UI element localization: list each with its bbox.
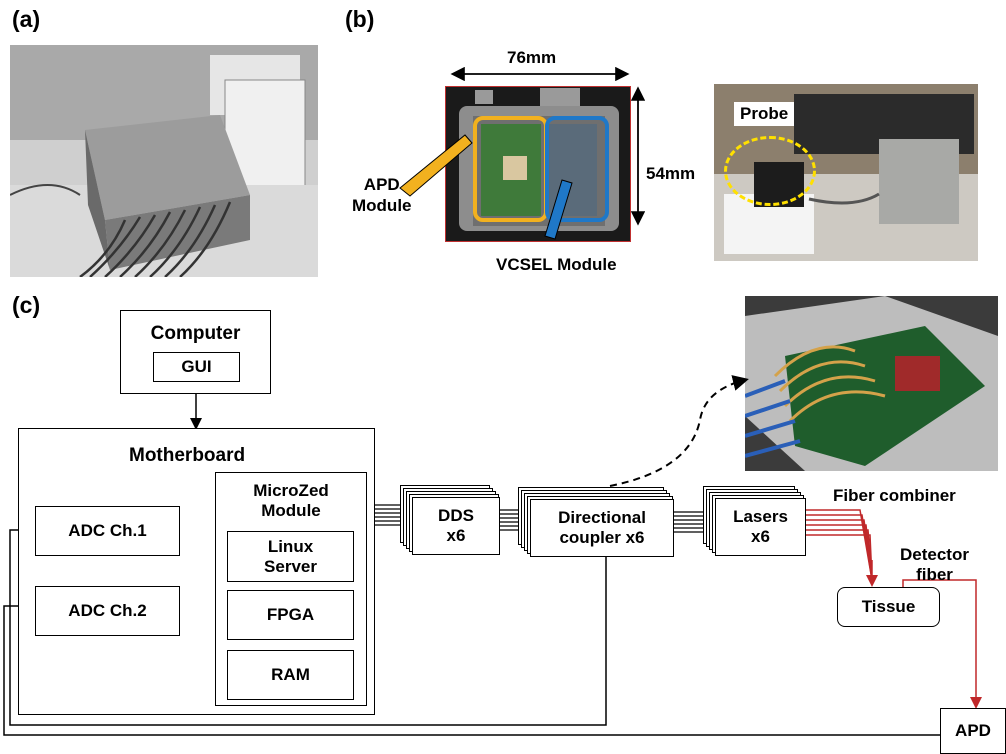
vcsel-pointer-arrow [544, 179, 573, 240]
lasers-box: Lasers x6 [715, 498, 806, 556]
adc2-box: ADC Ch.2 [35, 586, 180, 636]
coupler-label: Directional coupler x6 [558, 508, 646, 547]
width-dimension-label: 76mm [507, 48, 557, 67]
vcsel-highlight-box [545, 116, 609, 222]
probe-label: Probe [734, 102, 795, 126]
motherboard-label: Motherboard [129, 445, 246, 466]
height-dimension-label: 54mm [646, 164, 696, 183]
instrument-photo-a [10, 45, 318, 277]
apd-box: APD [940, 708, 1006, 754]
dds-label: DDS x6 [438, 506, 474, 545]
adc2-label: ADC Ch.2 [68, 601, 147, 621]
coupler-box: Directional coupler x6 [530, 499, 674, 557]
dds-box: DDS x6 [412, 497, 500, 555]
probe-setup-photo: Probe [714, 84, 978, 261]
linux-server-box: Linux Server [227, 531, 354, 582]
ram-label: RAM [271, 665, 310, 685]
gui-box: GUI [153, 352, 240, 382]
adc1-box: ADC Ch.1 [35, 506, 180, 556]
apd-pointer-arrow [399, 134, 473, 197]
adc1-label: ADC Ch.1 [68, 521, 147, 541]
tissue-box: Tissue [837, 587, 940, 627]
apd-module-label: APD Module [352, 175, 412, 216]
lasers-label: Lasers x6 [733, 507, 788, 546]
fpga-label: FPGA [266, 605, 315, 625]
linux-server-label: Linux Server [264, 536, 317, 576]
ram-box: RAM [227, 650, 354, 700]
module-board-photo [444, 85, 632, 243]
gui-label: GUI [181, 357, 212, 377]
tissue-label: Tissue [861, 597, 916, 617]
computer-label: Computer [150, 323, 241, 344]
fpga-box: FPGA [227, 590, 354, 640]
panel-label-a: (a) [12, 6, 41, 32]
chassis-photo [745, 296, 998, 471]
panel-label-b: (b) [345, 6, 375, 32]
panel-label-c: (c) [12, 292, 41, 318]
probe-highlight-circle [724, 136, 816, 206]
vcsel-module-label: VCSEL Module [496, 255, 617, 274]
detector-fiber-label: Detector fiber [900, 545, 969, 585]
module-annotations [399, 66, 646, 240]
microzed-label: MicroZed Module [253, 481, 329, 520]
fiber-combiner-label: Fiber combiner [833, 486, 956, 505]
apd-label: APD [955, 721, 991, 741]
